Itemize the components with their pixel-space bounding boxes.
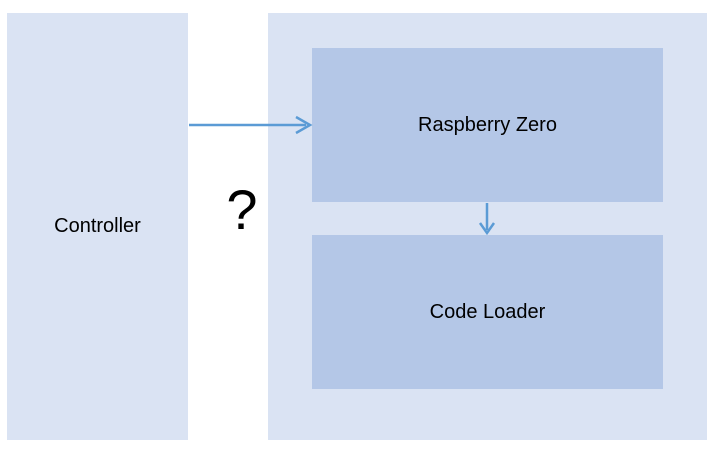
code-loader-node: Code Loader [312,235,663,389]
controller-node: Controller [7,13,188,440]
code-loader-label: Code Loader [429,300,546,323]
raspberry-zero-label: Raspberry Zero [418,113,557,136]
controller-label: Controller [54,215,141,237]
raspberry-zero-node: Raspberry Zero [312,48,663,202]
question-mark-annotation: ? [226,178,258,241]
